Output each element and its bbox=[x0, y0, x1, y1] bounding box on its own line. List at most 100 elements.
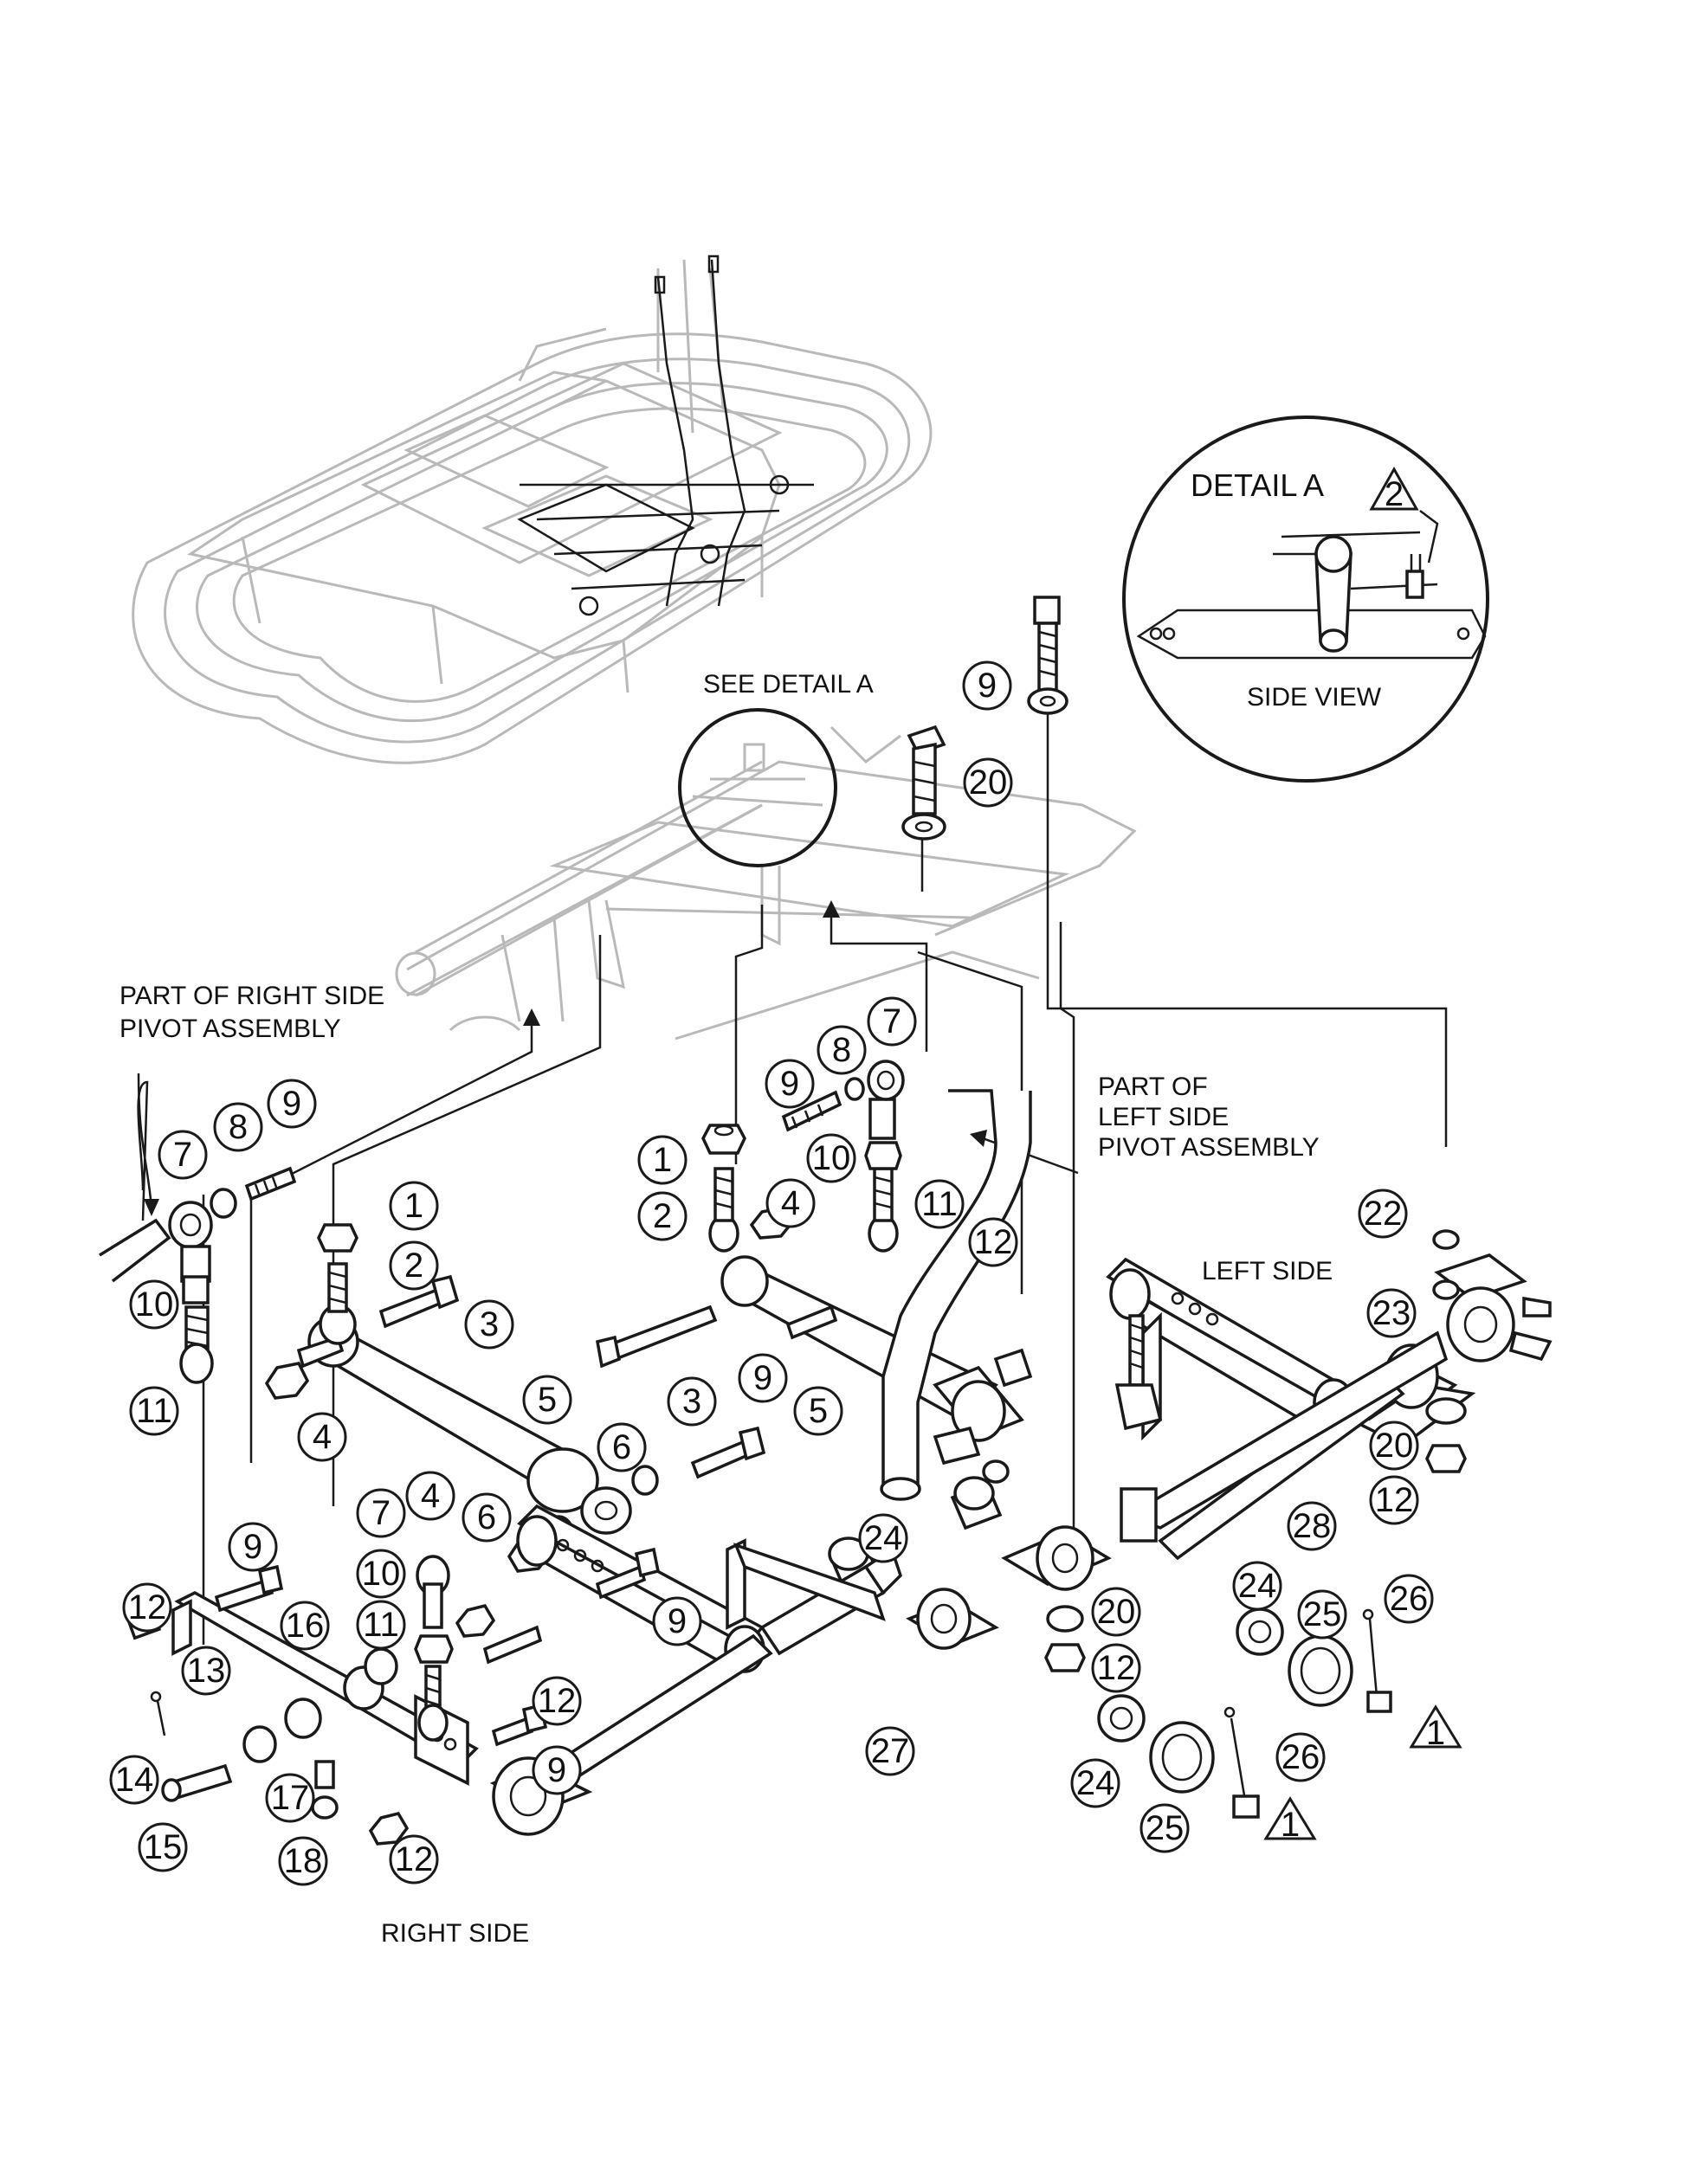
callout-9-axle: 9 bbox=[652, 1596, 702, 1646]
callout-1-center: 1 bbox=[637, 1135, 688, 1185]
svg-text:24: 24 bbox=[1076, 1764, 1115, 1802]
callout-13: 13 bbox=[181, 1646, 231, 1696]
frame-bolts bbox=[901, 596, 1068, 841]
svg-text:10: 10 bbox=[362, 1555, 401, 1593]
text-labels: DETAIL A SIDE VIEW SEE DETAIL A PART OF … bbox=[119, 467, 1382, 1948]
callout-12-center: 12 bbox=[968, 1217, 1018, 1267]
svg-text:23: 23 bbox=[1372, 1294, 1411, 1332]
callout-15: 15 bbox=[138, 1822, 188, 1872]
svg-text:7: 7 bbox=[371, 1494, 391, 1532]
callout-9-mid: 9 bbox=[738, 1353, 788, 1403]
svg-text:4: 4 bbox=[781, 1184, 800, 1222]
see-detail-a-label: SEE DETAIL A bbox=[703, 670, 874, 699]
svg-text:26: 26 bbox=[1390, 1580, 1429, 1618]
callout-22: 22 bbox=[1358, 1189, 1408, 1239]
svg-text:9: 9 bbox=[243, 1528, 262, 1566]
svg-text:10: 10 bbox=[812, 1139, 851, 1177]
callout-2-center: 2 bbox=[637, 1191, 688, 1241]
callout-4-center: 4 bbox=[765, 1178, 816, 1228]
callout-20-left-side: 20 bbox=[1369, 1421, 1419, 1471]
svg-text:9: 9 bbox=[547, 1751, 566, 1789]
svg-text:5: 5 bbox=[809, 1392, 828, 1430]
svg-text:9: 9 bbox=[780, 1065, 799, 1103]
callout-1-left: 1 bbox=[389, 1181, 439, 1231]
svg-text:7: 7 bbox=[173, 1136, 192, 1174]
svg-text:14: 14 bbox=[115, 1761, 154, 1799]
callout-20-top: 20 bbox=[963, 757, 1013, 808]
svg-text:17: 17 bbox=[271, 1779, 310, 1817]
callout-4-right-side: 4 bbox=[405, 1471, 455, 1521]
left-pivot-label-line1: PART OF bbox=[1098, 1073, 1208, 1101]
svg-text:12: 12 bbox=[538, 1682, 577, 1720]
svg-text:28: 28 bbox=[1293, 1507, 1332, 1545]
svg-text:20: 20 bbox=[1097, 1593, 1136, 1631]
svg-text:15: 15 bbox=[144, 1828, 183, 1866]
callout-9-center: 9 bbox=[765, 1059, 815, 1109]
callout-10-right-pivot: 10 bbox=[129, 1279, 179, 1330]
svg-text:9: 9 bbox=[668, 1602, 687, 1640]
svg-text:26: 26 bbox=[1282, 1738, 1320, 1776]
callout-4-left: 4 bbox=[297, 1412, 347, 1462]
svg-text:12: 12 bbox=[395, 1840, 434, 1878]
svg-text:16: 16 bbox=[286, 1607, 325, 1645]
callout-6-left: 6 bbox=[597, 1422, 647, 1472]
svg-text:5: 5 bbox=[538, 1381, 557, 1419]
callout-7-right-pivot: 7 bbox=[158, 1130, 208, 1180]
svg-text:9: 9 bbox=[978, 667, 997, 705]
callout-11-right-side: 11 bbox=[356, 1600, 406, 1650]
control-linkage-sketch bbox=[517, 254, 814, 616]
callout-3-center: 3 bbox=[667, 1376, 717, 1427]
svg-text:13: 13 bbox=[187, 1652, 226, 1690]
svg-text:3: 3 bbox=[682, 1382, 701, 1421]
left-side-label: LEFT SIDE bbox=[1202, 1257, 1333, 1285]
svg-text:20: 20 bbox=[1375, 1427, 1414, 1465]
left-pivot-label-line2: LEFT SIDE bbox=[1098, 1103, 1229, 1131]
callout-26-lower: 26 bbox=[1275, 1732, 1326, 1782]
svg-text:4: 4 bbox=[313, 1418, 332, 1456]
detail-a-title: DETAIL A bbox=[1191, 467, 1324, 503]
svg-text:6: 6 bbox=[477, 1498, 496, 1537]
callout-5-left: 5 bbox=[522, 1375, 572, 1425]
note-triangle-1-lower: 1 bbox=[1263, 1796, 1317, 1844]
right-pivot-label-line1: PART OF RIGHT SIDE bbox=[119, 982, 384, 1010]
svg-text:11: 11 bbox=[363, 1606, 399, 1644]
svg-text:25: 25 bbox=[1146, 1809, 1185, 1847]
svg-text:12: 12 bbox=[974, 1223, 1013, 1261]
callout-11-center: 11 bbox=[914, 1179, 965, 1229]
callout-16: 16 bbox=[280, 1601, 330, 1651]
left-pivot-label-line3: PIVOT ASSEMBLY bbox=[1098, 1133, 1320, 1162]
callout-9-right-pivot: 9 bbox=[267, 1079, 317, 1129]
right-side-label: RIGHT SIDE bbox=[381, 1919, 529, 1948]
callout-6-right-side: 6 bbox=[462, 1492, 512, 1543]
callout-2-left: 2 bbox=[389, 1240, 439, 1291]
callout-26-upper: 26 bbox=[1384, 1574, 1434, 1624]
svg-text:4: 4 bbox=[421, 1477, 440, 1515]
svg-text:27: 27 bbox=[871, 1732, 910, 1770]
callout-25-lower: 25 bbox=[1139, 1803, 1190, 1853]
svg-text:1: 1 bbox=[404, 1187, 423, 1225]
callout-8-center: 8 bbox=[817, 1025, 867, 1075]
see-detail-a-circle bbox=[678, 708, 837, 867]
svg-text:1: 1 bbox=[653, 1141, 672, 1179]
svg-text:3: 3 bbox=[480, 1305, 499, 1343]
svg-text:8: 8 bbox=[229, 1108, 248, 1146]
svg-text:9: 9 bbox=[282, 1085, 301, 1123]
side-view-label: SIDE VIEW bbox=[1247, 683, 1382, 712]
callout-9-top: 9 bbox=[962, 660, 1012, 711]
callout-18: 18 bbox=[278, 1836, 328, 1886]
svg-text:2: 2 bbox=[1385, 475, 1404, 513]
callout-5-center: 5 bbox=[793, 1386, 843, 1436]
callout-24-lower: 24 bbox=[1070, 1758, 1120, 1808]
svg-text:24: 24 bbox=[864, 1519, 903, 1557]
svg-text:2: 2 bbox=[653, 1197, 672, 1235]
callout-7-right-side: 7 bbox=[356, 1488, 406, 1538]
svg-text:8: 8 bbox=[832, 1031, 851, 1069]
svg-text:11: 11 bbox=[921, 1185, 958, 1223]
svg-text:25: 25 bbox=[1303, 1595, 1342, 1633]
svg-text:1: 1 bbox=[1281, 1806, 1300, 1844]
svg-text:7: 7 bbox=[882, 1002, 901, 1040]
svg-text:18: 18 bbox=[284, 1842, 323, 1880]
callout-12-right-side-top: 12 bbox=[122, 1582, 172, 1633]
note-triangle-2-detail: 2 bbox=[1369, 466, 1419, 513]
svg-text:12: 12 bbox=[128, 1588, 167, 1627]
